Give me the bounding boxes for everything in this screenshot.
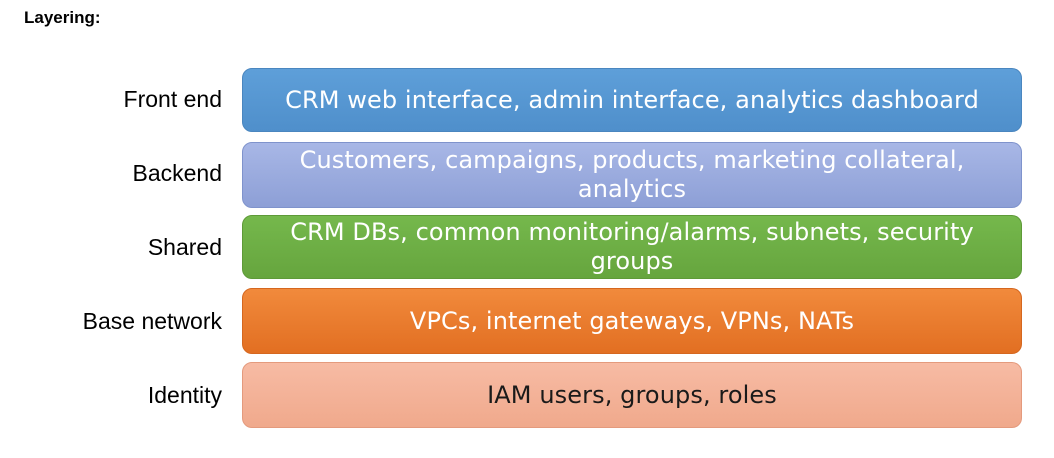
layer-label-backend: Backend (132, 160, 222, 186)
diagram-heading: Layering: (24, 8, 101, 27)
layer-text-shared: CRM DBs, common monitoring/alarms, subne… (290, 218, 974, 275)
layer-box-backend: Customers, campaigns, products, marketin… (242, 142, 1022, 208)
layer-label-identity: Identity (147, 382, 222, 408)
layer-box-shared: CRM DBs, common monitoring/alarms, subne… (242, 215, 1022, 279)
layer-box-front-end: CRM web interface, admin interface, anal… (242, 68, 1022, 132)
layer-text-front-end: CRM web interface, admin interface, anal… (285, 85, 979, 114)
layer-text-base-network: VPCs, internet gateways, VPNs, NATs (409, 306, 855, 335)
layer-text-identity: IAM users, groups, roles (487, 380, 777, 409)
layer-label-base-network: Base network (82, 308, 222, 334)
layer-text-backend: Customers, campaigns, products, marketin… (299, 146, 965, 203)
layer-box-identity: IAM users, groups, roles (242, 362, 1022, 428)
layer-label-front-end: Front end (123, 86, 222, 112)
layer-box-base-network: VPCs, internet gateways, VPNs, NATs (242, 288, 1022, 354)
layer-label-shared: Shared (147, 234, 222, 260)
